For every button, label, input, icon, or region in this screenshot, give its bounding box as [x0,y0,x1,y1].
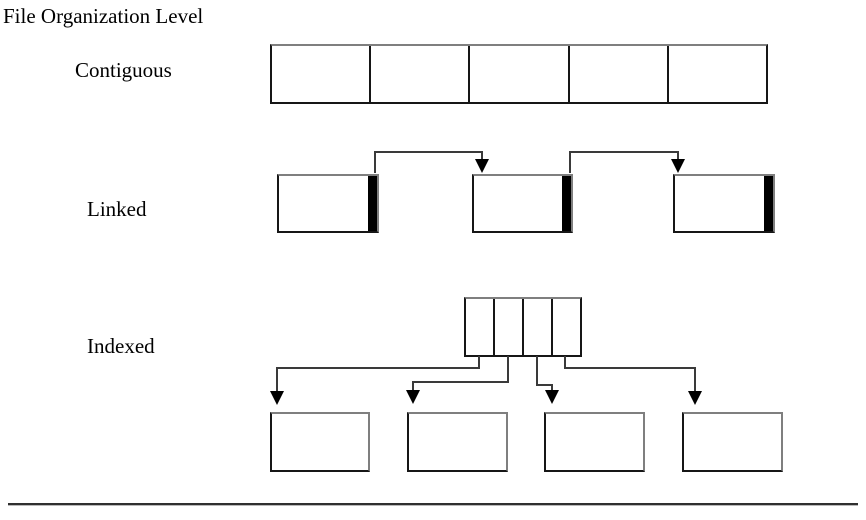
contiguous-cell [468,46,567,102]
linked-block-3 [673,174,775,233]
pointer-bar [764,176,773,231]
contiguous-cell [666,46,766,102]
index-cell [522,299,551,355]
index-arrow-line-4 [564,356,696,392]
diagram-title: File Organization Level [3,4,204,28]
down-arrowhead-icon [688,391,702,405]
pointer-bar [562,176,571,231]
contiguous-cell [272,46,369,102]
row-label-contiguous: Contiguous [75,58,172,82]
row-label-indexed: Indexed [87,334,155,358]
linked-block-1 [277,174,379,233]
index-cell [551,299,580,355]
data-block-1 [270,412,370,472]
data-block-4 [682,412,783,472]
index-arrow-line-3 [536,356,553,391]
down-arrowhead-icon [406,390,420,404]
data-block-3 [544,412,645,472]
linked-block-2 [472,174,573,233]
contiguous-cell [369,46,468,102]
row-label-linked: Linked [87,197,147,221]
down-arrowhead-icon [545,390,559,404]
index-cell [466,299,493,355]
contiguous-cell [567,46,667,102]
pointer-bar [368,176,377,231]
down-arrowhead-icon [671,159,685,173]
index-cell [493,299,522,355]
index-block [464,297,582,357]
down-arrowhead-icon [270,391,284,405]
contiguous-blocks [270,44,768,104]
linked-arrow-line-1 [374,151,483,173]
index-arrow-line-2 [412,356,509,391]
bottom-rule [8,503,858,506]
data-block-2 [407,412,508,472]
index-arrow-line-1 [276,356,480,392]
down-arrowhead-icon [475,159,489,173]
linked-arrow-line-2 [569,151,679,173]
